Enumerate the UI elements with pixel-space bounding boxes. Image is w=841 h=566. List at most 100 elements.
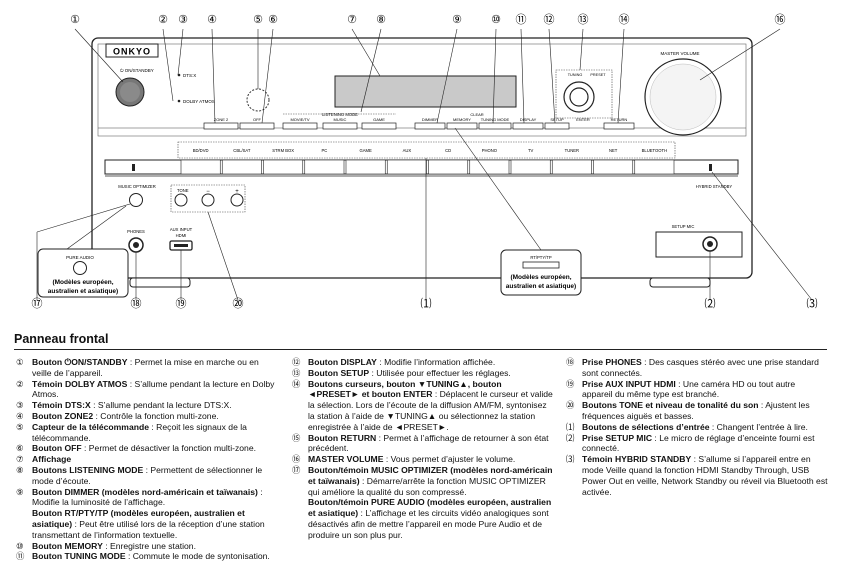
input-label-tuner: TUNER	[565, 148, 579, 153]
input-button-net[interactable]	[593, 159, 634, 175]
callout-9: ⑨	[452, 14, 462, 26]
music-optimizer-button[interactable]	[129, 193, 143, 207]
enter-button[interactable]	[569, 87, 589, 107]
movie-tv-button[interactable]	[282, 122, 318, 130]
callout-1: ①	[70, 14, 80, 26]
pure-audio-button[interactable]	[73, 261, 87, 275]
callout-12: ⑫	[544, 13, 555, 26]
input-label-bd-dvd: BD/DVD	[193, 148, 209, 153]
input-button-game[interactable]	[345, 159, 386, 175]
callout-14: ⑭	[619, 13, 630, 26]
zone2-label: ZONE 2	[214, 117, 229, 122]
dolby-atmos-label: DOLBY ATMOS	[183, 99, 215, 104]
input-label-cd: CD	[445, 148, 451, 153]
callout-2: ②	[158, 14, 168, 26]
rt-pty-tp-label: RT/PTY/TP	[530, 255, 552, 260]
tuning-mode-button[interactable]	[478, 122, 512, 130]
hybrid-standby-indicator	[709, 164, 712, 171]
callout-6: ⑥	[268, 14, 278, 26]
brand-logo-box	[105, 43, 159, 58]
setup-mic-jack-hole	[707, 241, 713, 247]
rt-pty-tp-button[interactable]	[522, 261, 560, 269]
setup-mic-panel	[655, 231, 743, 258]
remote-sensor	[246, 88, 270, 112]
input-button-row	[180, 159, 675, 175]
dimmer-button[interactable]	[414, 122, 446, 130]
dolby-atmos-indicator	[177, 99, 181, 103]
tone-label: TONE	[177, 188, 189, 193]
memory-button[interactable]	[446, 122, 478, 130]
callout-8: ⑧	[376, 14, 386, 26]
game-mode-button[interactable]	[361, 122, 397, 130]
music-optimizer-label: MUSIC OPTIMIZER	[118, 184, 155, 189]
enter-label: ENTER	[576, 117, 590, 122]
tone-button[interactable]	[174, 193, 188, 207]
callout-7: ⑦	[347, 14, 357, 26]
input-label-cbl-sat: CBL/SAT	[233, 148, 251, 153]
input-button-cd[interactable]	[428, 159, 469, 175]
input-button-pc[interactable]	[304, 159, 345, 175]
callout-16: ⑯	[775, 13, 786, 26]
input-button-tv[interactable]	[510, 159, 551, 175]
callout-10: ⑩	[491, 14, 501, 26]
zone2-button[interactable]	[203, 122, 239, 130]
callout-20: ⑳	[233, 297, 244, 310]
legend-item-9b: Bouton RT/PTY/TP (modèles européen, aust…	[32, 508, 265, 540]
tone-plus-label: +	[235, 189, 239, 195]
input-dashed-frame	[177, 141, 676, 159]
setup-label: SETUP	[550, 117, 564, 122]
callout-11: ⑪	[516, 13, 527, 26]
display-button[interactable]	[512, 122, 544, 130]
callout-5: ⑤	[253, 14, 263, 26]
input-button-aux[interactable]	[386, 159, 427, 175]
setup-mic-label: SETUP MIC	[672, 224, 695, 229]
callout-19: ⑲	[176, 297, 187, 310]
phones-label: PHONES	[127, 229, 145, 234]
input-button-cbl-sat[interactable]	[221, 159, 262, 175]
tuning-mode-label: TUNING MODE	[481, 117, 510, 122]
left-led-slot	[132, 164, 135, 171]
return-button[interactable]	[603, 122, 635, 130]
master-volume-label: MASTER VOLUME	[660, 51, 699, 56]
on-standby-button-face	[120, 82, 140, 102]
clear-label: CLEAR	[470, 112, 483, 117]
tone-plus-button[interactable]	[230, 193, 244, 207]
aux-hdmi-port-inner	[174, 244, 188, 247]
input-button-phono[interactable]	[469, 159, 510, 175]
input-button-strm-box[interactable]	[263, 159, 304, 175]
music-button[interactable]	[322, 122, 358, 130]
listening-mode-label: LISTENING MODE	[322, 112, 358, 117]
right-foot	[649, 277, 711, 288]
phones-jack-hole	[133, 242, 139, 248]
pure-audio-note-1: (Modèles européen,	[52, 279, 113, 286]
music-label: MUSIC	[334, 117, 347, 122]
input-label-pc: PC	[321, 148, 327, 153]
pure-audio-label: PURE AUDIO	[66, 255, 94, 260]
tone-minus-button[interactable]	[201, 193, 215, 207]
pure-audio-note-2: australien et asiatique)	[48, 288, 118, 295]
input-label-strm-box: STRM BOX	[272, 148, 294, 153]
legend-item-21: ⑴Boutons de sélections d’entrée : Change…	[566, 421, 808, 432]
input-button-tuner[interactable]	[551, 159, 592, 175]
input-button-bluetooth[interactable]	[634, 159, 675, 175]
input-button-bd-dvd[interactable]	[180, 159, 221, 175]
input-label-net: NET	[609, 148, 618, 153]
legend-item-17b: Bouton/témoin PURE AUDIO (modèles europé…	[308, 497, 552, 540]
setup-button[interactable]	[544, 122, 570, 130]
off-button[interactable]	[239, 122, 275, 130]
callout-3: ③	[178, 14, 188, 26]
preset-label: PRESET	[590, 73, 606, 77]
callout-23: ⑶	[807, 297, 818, 310]
